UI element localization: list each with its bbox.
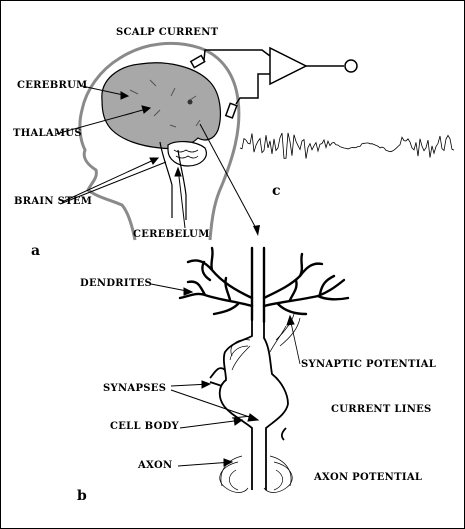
eeg-trace	[239, 132, 455, 159]
panel-label-a: a	[31, 243, 41, 259]
label-cell-body: CELL BODY	[110, 421, 179, 432]
label-axon-potential: AXON POTENTIAL	[314, 472, 423, 483]
label-scalp-current: SCALP CURRENT	[116, 27, 219, 38]
label-synapses: SYNAPSES	[103, 383, 167, 394]
label-thalamus: THALAMUS	[13, 128, 82, 139]
current-lines	[219, 313, 301, 493]
electrode-side	[224, 102, 238, 119]
output-terminal	[344, 59, 358, 73]
electrode-top	[189, 54, 206, 69]
neuron	[178, 246, 350, 324]
label-brain-stem: BRAIN STEM	[14, 196, 93, 207]
label-cerebrum: CEREBRUM	[17, 80, 88, 91]
label-synaptic-potential: SYNAPTIC POTENTIAL	[301, 359, 437, 370]
label-dendrites: DENDRITES	[80, 278, 153, 289]
cerebrum-shape	[101, 62, 221, 150]
panel-label-b: b	[77, 488, 87, 504]
label-cerebelum: CEREBELUM	[133, 229, 210, 240]
brain-stem-shape	[159, 141, 187, 220]
cerebellum-shape	[167, 141, 207, 167]
cell-body-and-axon	[209, 320, 289, 490]
label-current-lines: CURRENT LINES	[331, 404, 432, 415]
panel-label-c: c	[272, 183, 281, 199]
amplifier	[269, 46, 308, 86]
label-axon: AXON	[138, 460, 173, 471]
head-profile	[78, 41, 241, 241]
